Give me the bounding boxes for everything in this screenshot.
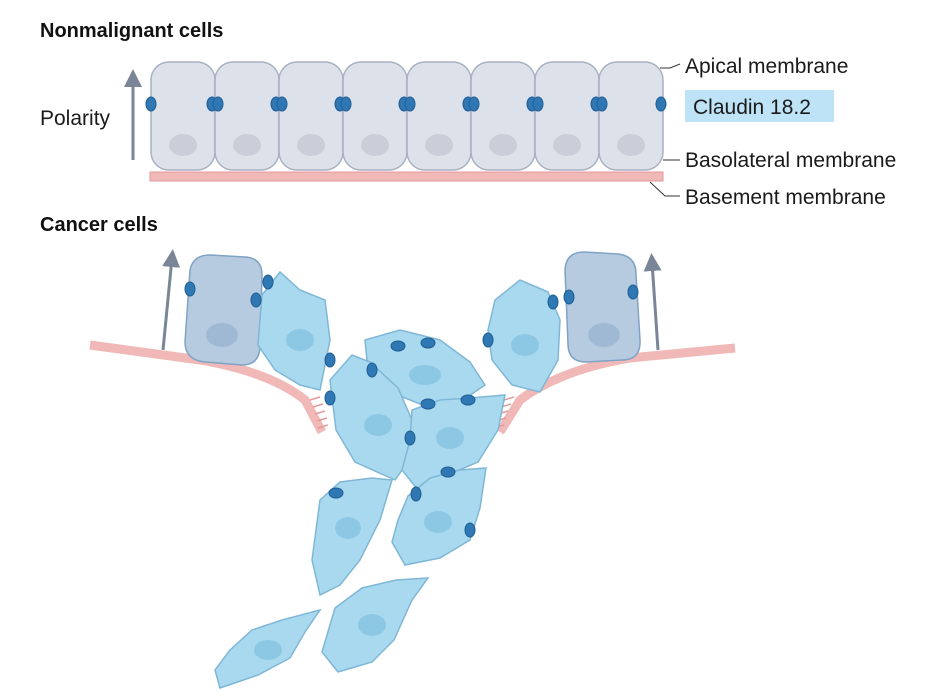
apical-membrane-label: Apical membrane bbox=[685, 55, 848, 78]
claudin-dot bbox=[460, 394, 476, 406]
cancer-nuclei bbox=[254, 329, 539, 660]
polarity-arrow-left bbox=[161, 249, 181, 351]
normal-cell-row bbox=[150, 61, 664, 171]
nucleus bbox=[233, 134, 261, 156]
nucleus bbox=[617, 134, 645, 156]
claudin-dot bbox=[276, 96, 288, 112]
normal-cell bbox=[598, 61, 664, 171]
nucleus bbox=[489, 134, 517, 156]
claudin-dot bbox=[468, 96, 480, 112]
claudin-dot bbox=[262, 274, 274, 290]
claudin-dot bbox=[547, 294, 559, 310]
polarity-arrow-right bbox=[643, 253, 662, 351]
claudin-dot bbox=[532, 96, 544, 112]
claudin-dot bbox=[563, 289, 575, 305]
claudin-dot bbox=[410, 486, 422, 502]
claudin-dots-cancer bbox=[184, 274, 639, 538]
nucleus bbox=[169, 134, 197, 156]
claudin-dot bbox=[184, 281, 196, 297]
nucleus bbox=[361, 134, 389, 156]
apical-leader bbox=[660, 63, 681, 69]
basement-membrane bbox=[149, 171, 664, 182]
claudin-dot bbox=[482, 332, 494, 348]
claudin-dot bbox=[596, 96, 608, 112]
polarity-label: Polarity bbox=[40, 107, 111, 130]
cancer-cell-cluster bbox=[214, 270, 561, 689]
claudin-dot bbox=[145, 96, 157, 112]
claudin-label: Claudin 18.2 bbox=[693, 96, 811, 119]
claudin-dot bbox=[404, 430, 416, 446]
claudin-dot bbox=[420, 337, 436, 349]
cancer-cell-polarized-right bbox=[564, 251, 641, 363]
claudin-dot bbox=[366, 362, 378, 378]
claudin-dot bbox=[440, 466, 456, 478]
nonmalignant-title: Nonmalignant cells bbox=[40, 20, 223, 42]
nucleus bbox=[206, 323, 238, 347]
claudin-dot bbox=[655, 96, 667, 112]
claudin-dot bbox=[328, 487, 344, 499]
cancer-title: Cancer cells bbox=[40, 214, 158, 236]
claudin-label-highlight bbox=[685, 90, 834, 122]
claudin-dot bbox=[250, 292, 262, 308]
nucleus bbox=[553, 134, 581, 156]
claudin-dots-normal bbox=[145, 96, 667, 112]
nucleus bbox=[425, 134, 453, 156]
claudin-dot bbox=[464, 522, 476, 538]
claudin-dot bbox=[324, 390, 336, 406]
basolateral-membrane-label: Basolateral membrane bbox=[685, 149, 896, 172]
claudin-dot bbox=[390, 340, 406, 352]
leader-lines bbox=[649, 63, 681, 197]
claudin-dot bbox=[212, 96, 224, 112]
basement-membrane-label: Basement membrane bbox=[685, 186, 886, 209]
claudin-dot bbox=[627, 284, 639, 300]
cancer-cell-polarized-left bbox=[184, 254, 263, 366]
claudin-dot bbox=[340, 96, 352, 112]
nucleus bbox=[297, 134, 325, 156]
claudin-dot bbox=[404, 96, 416, 112]
basement-leader bbox=[649, 181, 680, 197]
claudin-dot bbox=[324, 352, 336, 368]
claudin-dot bbox=[420, 398, 436, 410]
nucleus bbox=[588, 323, 620, 347]
